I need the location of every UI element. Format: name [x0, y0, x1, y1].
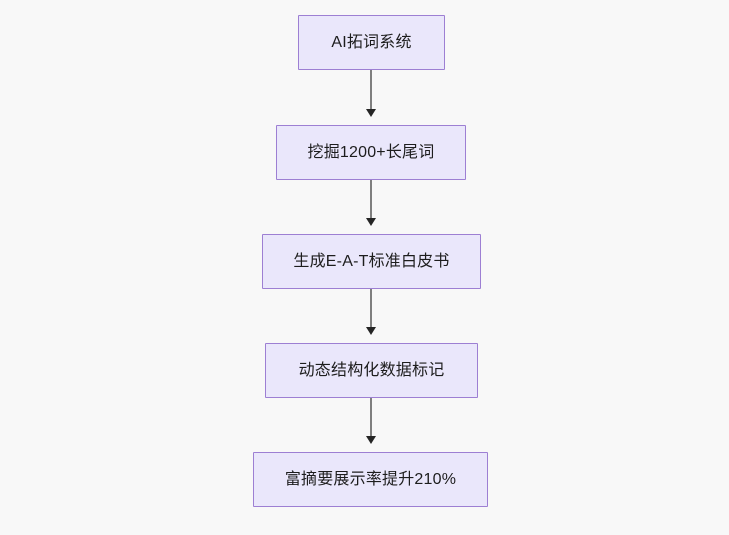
flow-node-eat-whitepaper[interactable]: 生成E-A-T标准白皮书 — [262, 234, 481, 289]
flow-node-label: 动态结构化数据标记 — [298, 361, 445, 379]
edge-line — [370, 398, 372, 437]
arrowhead-icon — [366, 109, 376, 117]
flow-node-label: AI拓词系统 — [331, 33, 412, 51]
edge-line — [370, 289, 372, 328]
arrowhead-icon — [366, 327, 376, 335]
flow-node-label: 富摘要展示率提升210% — [284, 470, 457, 488]
flow-node-label: 生成E-A-T标准白皮书 — [293, 252, 450, 270]
edge-line — [370, 180, 372, 219]
arrowhead-icon — [366, 436, 376, 444]
edge-line — [370, 70, 372, 110]
flow-node-rich-snippet-result[interactable]: 富摘要展示率提升210% — [253, 452, 488, 507]
flow-node-longtail-mining[interactable]: 挖掘1200+长尾词 — [276, 125, 466, 180]
flow-node-structured-data-markup[interactable]: 动态结构化数据标记 — [265, 343, 478, 398]
flow-node-label: 挖掘1200+长尾词 — [307, 143, 435, 161]
arrowhead-icon — [366, 218, 376, 226]
flow-node-ai-keyword-system[interactable]: AI拓词系统 — [298, 15, 445, 70]
